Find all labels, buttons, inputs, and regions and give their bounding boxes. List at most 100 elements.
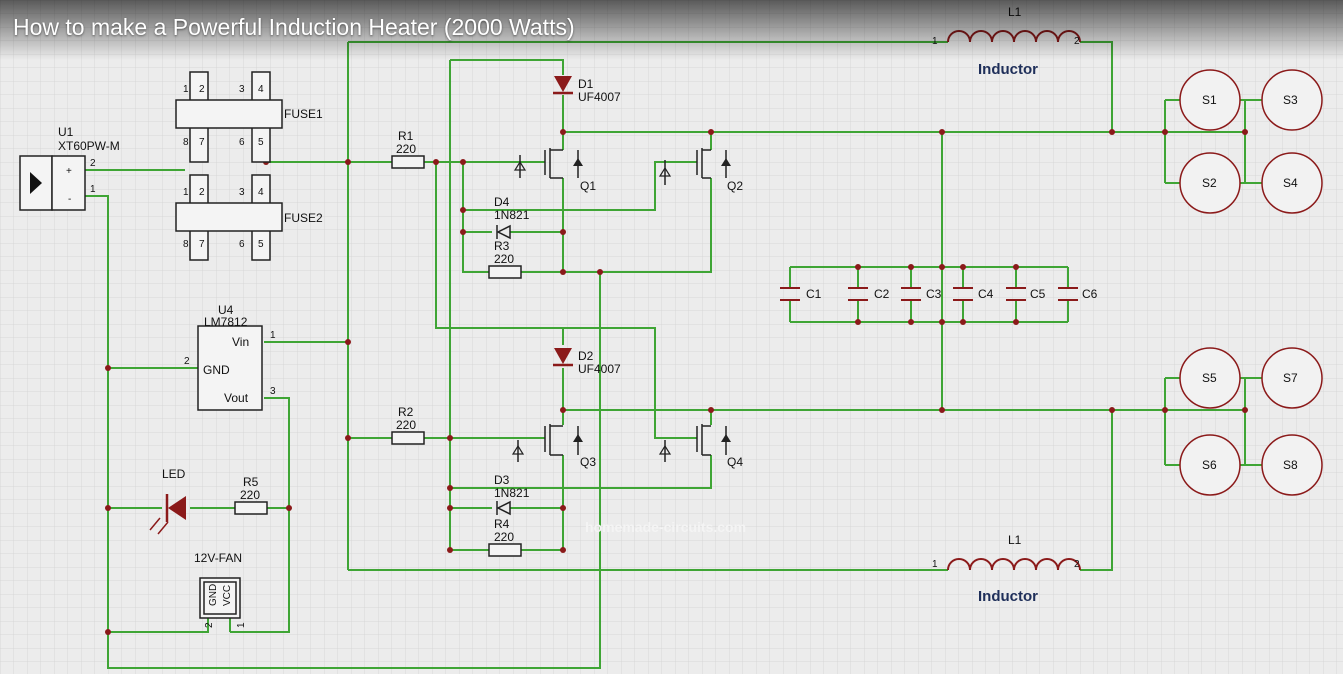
fuse1-ref: FUSE1	[284, 107, 323, 121]
svg-text:D2: D2	[578, 349, 594, 363]
u1-plus: +	[66, 166, 72, 177]
svg-text:C3: C3	[926, 287, 942, 301]
svg-text:L1: L1	[1008, 533, 1022, 547]
fuse2-ref: FUSE2	[284, 211, 323, 225]
fan-12v: 12V-FAN GND VCC 2 1	[194, 551, 247, 628]
svg-text:UF4007: UF4007	[578, 362, 621, 376]
svg-text:C2: C2	[874, 287, 890, 301]
svg-text:GND: GND	[203, 363, 230, 377]
svg-text:C4: C4	[978, 287, 994, 301]
svg-text:5: 5	[258, 239, 264, 250]
svg-text:D4: D4	[494, 195, 510, 209]
svg-text:2: 2	[199, 187, 205, 198]
svg-text:220: 220	[396, 418, 416, 432]
svg-text:2: 2	[204, 622, 215, 628]
svg-text:220: 220	[494, 530, 514, 544]
svg-text:3: 3	[239, 84, 245, 95]
fuse2: FUSE2 1 2 3 4 5 6 7 8	[175, 174, 323, 261]
svg-text:Inductor: Inductor	[978, 588, 1038, 605]
svg-text:7: 7	[199, 239, 205, 250]
svg-text:7: 7	[199, 137, 205, 148]
svg-text:S3: S3	[1283, 93, 1298, 107]
svg-text:R1: R1	[398, 129, 414, 143]
svg-text:R3: R3	[494, 239, 510, 253]
svg-text:2: 2	[184, 356, 190, 367]
svg-text:1: 1	[183, 187, 189, 198]
svg-text:D1: D1	[578, 77, 594, 91]
regulator-u4: U4 LM7812 Vin GND Vout 1 2 3	[184, 303, 276, 411]
svg-text:Q3: Q3	[580, 455, 596, 469]
switch-group-bottom: S5 S7 S6 S8	[1179, 347, 1323, 496]
svg-text:1N821: 1N821	[494, 486, 530, 500]
svg-text:4: 4	[258, 84, 264, 95]
svg-text:220: 220	[240, 488, 260, 502]
svg-text:6: 6	[239, 239, 245, 250]
diode-d1: D1 UF4007	[553, 76, 621, 104]
video-title-overlay: How to make a Powerful Induction Heater …	[0, 0, 1343, 60]
svg-text:1N821: 1N821	[494, 208, 530, 222]
svg-text:5: 5	[258, 137, 264, 148]
svg-text:3: 3	[239, 187, 245, 198]
svg-text:S4: S4	[1283, 176, 1298, 190]
svg-text:220: 220	[396, 142, 416, 156]
svg-text:4: 4	[258, 187, 264, 198]
svg-text:S7: S7	[1283, 371, 1298, 385]
svg-text:220: 220	[494, 252, 514, 266]
led: LED	[149, 467, 186, 535]
connector-u1: U1 XT60PW-M + - 2 1	[19, 125, 120, 211]
u1-part: XT60PW-M	[58, 139, 120, 153]
svg-text:R4: R4	[494, 517, 510, 531]
resistor-r5: R5 220	[234, 475, 268, 515]
svg-text:Vin: Vin	[232, 335, 249, 349]
svg-text:UF4007: UF4007	[578, 90, 621, 104]
mosfet-q1: Q1	[513, 148, 596, 193]
resistor-r4: R4 220	[488, 517, 522, 557]
svg-text:Vout: Vout	[224, 391, 249, 405]
svg-text:1: 1	[236, 622, 247, 628]
svg-text:Q2: Q2	[727, 179, 743, 193]
svg-text:S6: S6	[1202, 458, 1217, 472]
svg-text:Q4: Q4	[727, 455, 743, 469]
capacitor-bank: C1 C2 C3 C4 C5 C6	[780, 287, 1098, 301]
svg-text:S5: S5	[1202, 371, 1217, 385]
switch-group-top: S1 S3 S2 S4	[1179, 69, 1323, 214]
svg-text:S1: S1	[1202, 93, 1217, 107]
svg-text:1: 1	[270, 330, 276, 341]
video-title[interactable]: How to make a Powerful Induction Heater …	[13, 14, 575, 40]
watermark: homemade-circuits.com	[585, 519, 746, 535]
svg-text:C5: C5	[1030, 287, 1046, 301]
mosfet-q4: Q4	[658, 424, 743, 469]
u4-ref: U4	[218, 303, 234, 317]
u4-part: LM7812	[204, 315, 248, 329]
u1-pin1: 1	[90, 184, 96, 195]
inductor-bottom: L1 Inductor 1 2	[932, 533, 1081, 605]
svg-text:1: 1	[932, 559, 938, 570]
junction-dots	[105, 129, 1248, 635]
svg-text:3: 3	[270, 386, 276, 397]
svg-text:S2: S2	[1202, 176, 1217, 190]
svg-text:S8: S8	[1283, 458, 1298, 472]
u1-ref: U1	[58, 125, 74, 139]
resistor-r3: R3 220	[488, 239, 522, 279]
mosfet-q3: Q3	[511, 424, 596, 469]
svg-text:2: 2	[1074, 559, 1080, 570]
svg-text:R5: R5	[243, 475, 259, 489]
svg-text:1: 1	[183, 84, 189, 95]
svg-text:C1: C1	[806, 287, 822, 301]
svg-text:GND: GND	[208, 584, 219, 606]
svg-text:6: 6	[239, 137, 245, 148]
svg-text:VCC: VCC	[222, 585, 233, 606]
svg-text:8: 8	[183, 239, 189, 250]
svg-text:R2: R2	[398, 405, 414, 419]
svg-text:2: 2	[199, 84, 205, 95]
led-ref: LED	[162, 467, 186, 481]
zener-d3: D3 1N821	[494, 473, 530, 516]
resistor-r1: R1 220	[391, 129, 425, 169]
svg-text:8: 8	[183, 137, 189, 148]
svg-text:12V-FAN: 12V-FAN	[194, 551, 242, 565]
u1-pin2: 2	[90, 158, 96, 169]
svg-text:Q1: Q1	[580, 179, 596, 193]
svg-text:Inductor: Inductor	[978, 61, 1038, 78]
